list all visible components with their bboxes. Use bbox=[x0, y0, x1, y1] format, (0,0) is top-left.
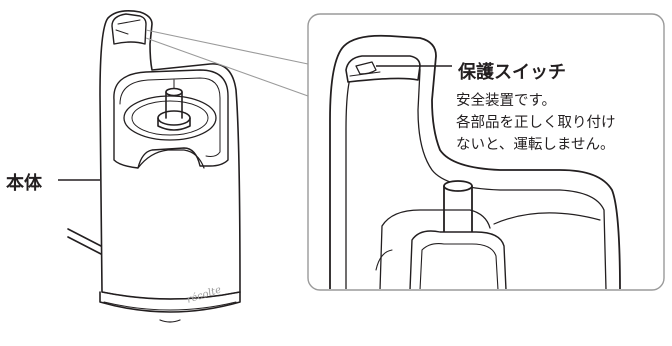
main-body-label: 本体 bbox=[6, 173, 42, 194]
safety-switch-slot bbox=[345, 55, 421, 83]
description-line: ないと、運転しません。 bbox=[456, 137, 615, 153]
safety-switch-label: 保護スイッチ bbox=[458, 62, 566, 83]
zoom-illustration bbox=[329, 34, 621, 289]
housing-outline bbox=[99, 10, 241, 300]
zoom-connector bbox=[145, 29, 309, 97]
description-line: 各部品を正しく取り付け bbox=[456, 115, 616, 131]
power-cord bbox=[67, 228, 102, 255]
safety-switch-description: 安全装置です。 各部品を正しく取り付け ないと、運転しません。 bbox=[456, 90, 616, 156]
appliance-body-illustration: récolte bbox=[67, 10, 241, 323]
description-line: 安全装置です。 bbox=[456, 93, 557, 109]
drive-shaft bbox=[165, 79, 183, 119]
handle-slot bbox=[111, 13, 147, 45]
